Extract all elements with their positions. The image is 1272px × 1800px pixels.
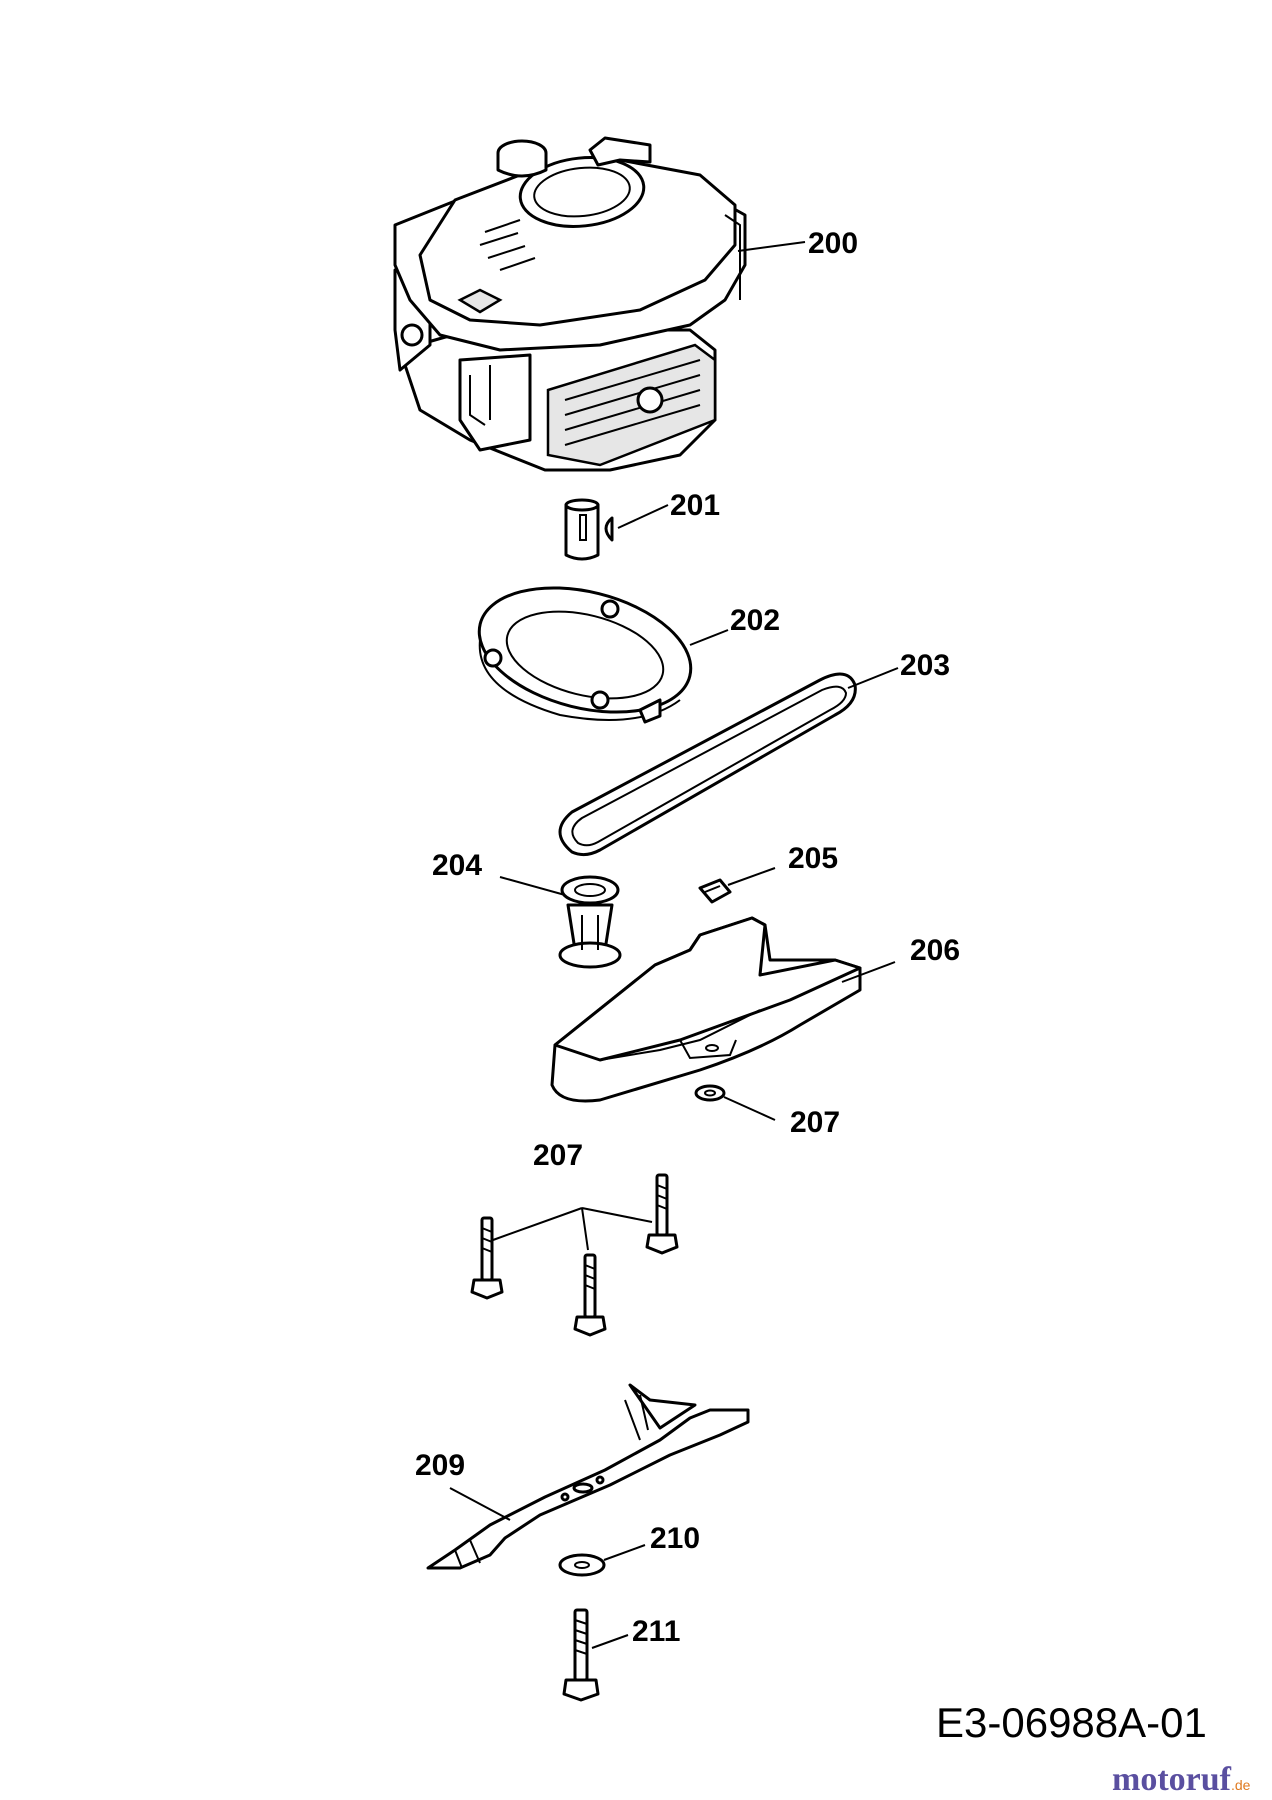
callout-207-bolts: 207 <box>533 1139 583 1172</box>
callout-204: 204 <box>432 849 482 882</box>
leader-201 <box>617 504 669 529</box>
callout-205: 205 <box>788 842 838 875</box>
callout-203: 203 <box>900 649 950 682</box>
blade-washer-drawing <box>558 1553 606 1577</box>
bolts-drawing <box>470 1173 679 1337</box>
engine-drawing <box>393 136 747 472</box>
leader-210 <box>603 1544 646 1561</box>
leader-205 <box>727 867 776 886</box>
leader-211 <box>591 1634 629 1649</box>
callout-200: 200 <box>808 227 858 260</box>
leader-204 <box>499 876 566 896</box>
blade-drawing <box>426 1383 750 1570</box>
drawing-code: E3-06988A-01 <box>936 1699 1207 1746</box>
callout-202: 202 <box>730 604 780 637</box>
belt-guard-drawing <box>550 916 862 1103</box>
callout-206: 206 <box>910 934 960 967</box>
leader-200 <box>737 241 806 252</box>
washer-drawing <box>694 1084 726 1102</box>
callout-207-washer: 207 <box>790 1106 840 1139</box>
leader-202 <box>689 629 729 646</box>
blade-adapter-drawing <box>558 875 622 969</box>
blade-bolt-drawing <box>562 1608 600 1702</box>
clip-drawing <box>698 878 732 904</box>
watermark-suffix: .de <box>1231 1777 1251 1793</box>
watermark-brand: motoruf <box>1112 1761 1232 1798</box>
callout-211: 211 <box>632 1615 680 1648</box>
leader-207-washer <box>723 1096 776 1121</box>
adapter-ring-drawing <box>477 586 693 724</box>
leader-209 <box>449 1487 511 1521</box>
leader-206 <box>841 961 896 983</box>
shaft-key-drawing <box>564 498 614 561</box>
callout-210: 210 <box>650 1522 700 1555</box>
watermark: motoruf.de <box>1112 1761 1251 1798</box>
leader-203 <box>847 667 899 689</box>
callout-209: 209 <box>415 1449 465 1482</box>
callout-201: 201 <box>670 489 720 522</box>
